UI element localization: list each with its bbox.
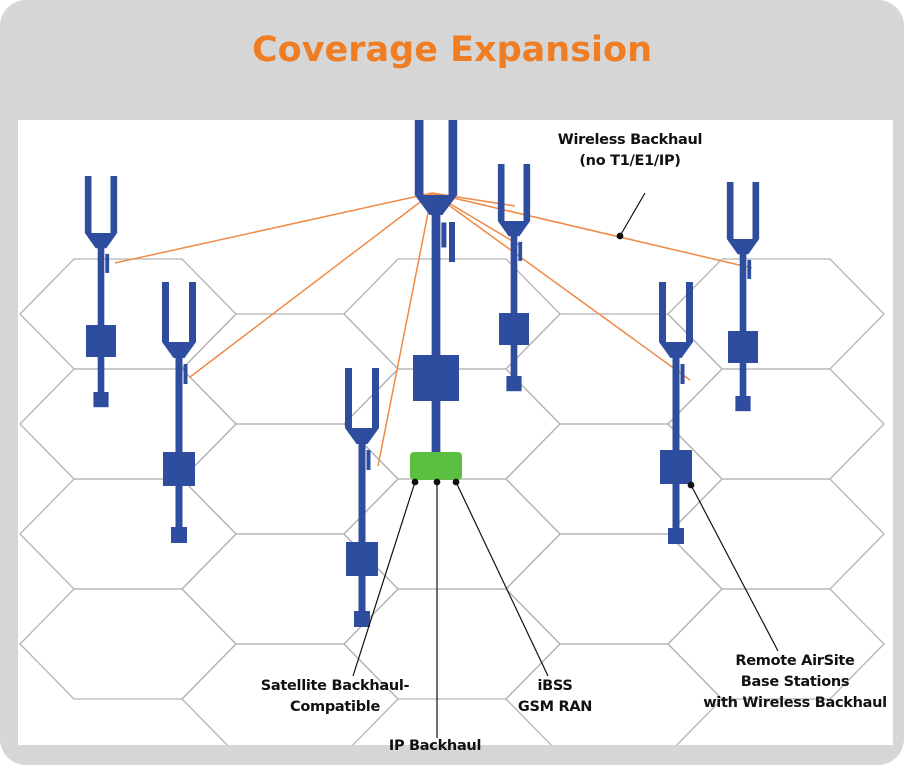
- tower-far-right: [726, 182, 760, 412]
- tower-center-back: [497, 164, 531, 392]
- hub-side-antenna: [449, 222, 455, 262]
- equipment-box: [413, 355, 459, 401]
- side-antenna: [366, 450, 371, 470]
- remote-airsite-label: Remote AirSite Base Stations with Wirele…: [690, 651, 900, 714]
- tower-mast: [358, 428, 366, 611]
- equipment-box: [86, 325, 116, 357]
- tower-foot: [171, 527, 187, 543]
- tower-mast: [672, 342, 680, 528]
- antenna-prong: [523, 164, 531, 221]
- hex-cell: [19, 588, 237, 700]
- equipment-box: [660, 450, 692, 484]
- ip-backhaul-label: IP Backhaul: [388, 738, 482, 754]
- label-line: Satellite Backhaul-: [260, 678, 410, 694]
- hex-cell: [19, 258, 237, 370]
- tower-center-front: [345, 368, 379, 627]
- satellite-backhaul-label: Satellite Backhaul- Compatible: [235, 676, 435, 718]
- pointer-line: [690, 484, 779, 652]
- tower-foot: [735, 396, 751, 412]
- tower-foot: [668, 528, 684, 544]
- diagram-title: Coverage Expansion: [251, 30, 652, 70]
- hex-cell: [667, 478, 885, 590]
- tower-left: [162, 282, 196, 543]
- hex-cell: [667, 258, 885, 370]
- tower-mast: [175, 342, 183, 527]
- wireless-link: [431, 192, 753, 269]
- antenna-prong: [84, 176, 92, 233]
- tower-mast: [431, 195, 441, 455]
- tower-hub: [413, 120, 459, 475]
- antenna-prong: [726, 182, 734, 239]
- antenna-prong: [414, 120, 424, 195]
- tower-group: [84, 120, 760, 627]
- ibss-label: iBSS GSM RAN: [500, 676, 610, 718]
- tower-far-left: [84, 176, 118, 408]
- pointer-line: [619, 192, 646, 237]
- antenna-prong: [686, 282, 693, 342]
- pointer-lines: [352, 192, 779, 738]
- side-antenna: [105, 253, 110, 273]
- side-antenna: [183, 364, 188, 384]
- pointer-dot: [452, 478, 460, 486]
- wireless-link: [189, 192, 433, 378]
- ibss-ran-box: [410, 452, 462, 480]
- hex-cell: [19, 478, 237, 590]
- label-line: Wireless Backhaul: [557, 132, 703, 148]
- wireless-link: [431, 192, 691, 381]
- antenna-prong: [497, 164, 505, 221]
- antenna-prong: [752, 182, 760, 239]
- label-line: GSM RAN: [517, 699, 593, 715]
- antenna-prong: [162, 282, 169, 342]
- antenna-prong: [659, 282, 666, 342]
- hex-cell: [505, 533, 723, 645]
- antenna-prong: [345, 368, 352, 428]
- equipment-box: [163, 452, 195, 486]
- tower-mast: [510, 221, 518, 376]
- label-line: Compatible: [290, 699, 380, 715]
- pointer-dot: [411, 478, 419, 486]
- hex-cell: [19, 368, 237, 480]
- hex-cell-grid: [19, 258, 885, 745]
- pointer-dot: [616, 232, 624, 240]
- hex-cell: [181, 313, 399, 425]
- label-line: (no T1/E1/IP): [579, 153, 681, 169]
- tower-right: [659, 282, 693, 544]
- pointer-line: [352, 481, 416, 677]
- wireless-backhaul-label: Wireless Backhaul (no T1/E1/IP): [540, 130, 720, 172]
- pointer-dot: [433, 478, 441, 486]
- label-line: Base Stations: [740, 674, 850, 690]
- side-antenna: [518, 241, 523, 261]
- hex-cell: [667, 588, 885, 700]
- tower-foot: [354, 611, 370, 627]
- equipment-box: [499, 313, 529, 345]
- pointer-dot: [687, 481, 695, 489]
- side-antenna: [441, 222, 447, 248]
- tower-foot: [506, 376, 522, 392]
- equipment-box: [728, 331, 758, 363]
- antenna-prong: [189, 282, 196, 342]
- side-antenna: [747, 259, 752, 279]
- antenna-prong: [372, 368, 379, 428]
- tower-mast: [739, 239, 747, 396]
- label-line: Remote AirSite: [735, 653, 855, 669]
- antenna-prong: [448, 120, 458, 195]
- equipment-box: [346, 542, 378, 576]
- hex-cell: [667, 368, 885, 480]
- label-line: iBSS: [537, 678, 573, 694]
- antenna-prong: [110, 176, 118, 233]
- side-antenna: [680, 364, 685, 384]
- diagram-panel: [18, 120, 893, 745]
- wireless-link: [114, 192, 433, 264]
- label-line: with Wireless Backhaul: [703, 695, 887, 711]
- wireless-link: [377, 192, 433, 467]
- tower-foot: [93, 392, 109, 408]
- tower-mast: [97, 233, 105, 392]
- pointer-line: [455, 481, 549, 677]
